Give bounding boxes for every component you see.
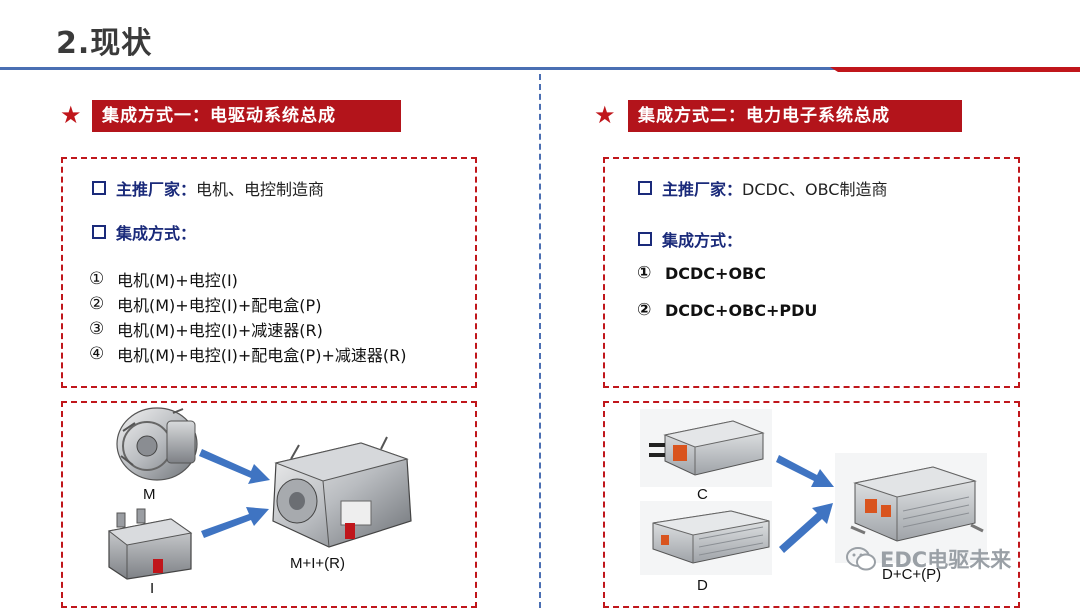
column-divider xyxy=(539,74,541,608)
checkbox-square-icon xyxy=(638,181,652,195)
option-number: ③ xyxy=(89,319,105,339)
right-diagram-box xyxy=(603,401,1020,608)
arrow-icon xyxy=(776,455,834,553)
left-section-heading: 集成方式一：电驱动系统总成 xyxy=(92,100,401,132)
arrow-icon xyxy=(199,449,270,538)
option-text: 电机(M)+电控(I)+减速器(R) xyxy=(117,321,323,340)
right-method-label: 集成方式： xyxy=(662,231,743,250)
left-method-label: 集成方式： xyxy=(116,224,197,243)
obc-label: D xyxy=(697,577,708,594)
option-text: DCDC+OBC+PDU xyxy=(665,300,818,320)
integrated-drive-image xyxy=(272,436,412,548)
checkbox-square-icon xyxy=(92,181,106,195)
option-number: ② xyxy=(89,294,105,314)
left-method-row: 集成方式： xyxy=(92,220,196,244)
left-vendors-value: 电机、电控制造商 xyxy=(196,180,325,199)
checkbox-square-icon xyxy=(92,225,106,239)
right-vendors-value: DCDC、OBC制造商 xyxy=(742,180,888,199)
left-vendors-label: 主推厂家： xyxy=(116,180,197,199)
left-diagram xyxy=(107,407,412,580)
integrated-drive-label: M+I+(R) xyxy=(290,555,346,572)
dcdc-image xyxy=(649,420,765,476)
left-option-2: ② 电机(M)+电控(I)+配电盒(P) xyxy=(89,292,321,316)
left-diagram-box xyxy=(61,401,477,608)
obc-image xyxy=(652,510,770,564)
option-number: ① xyxy=(637,263,652,283)
star-icon: ★ xyxy=(60,101,82,129)
right-diagram xyxy=(640,409,987,575)
inverter-label: I xyxy=(150,580,155,597)
right-vendors-label: 主推厂家： xyxy=(662,180,743,199)
header-rule-blue xyxy=(0,67,835,70)
inverter-image xyxy=(107,508,193,580)
header-rule-red xyxy=(830,67,1080,72)
wechat-icon xyxy=(846,546,876,576)
integrated-pe-label: D+C+(P) xyxy=(882,566,942,583)
right-option-2: ② DCDC+OBC+PDU xyxy=(637,300,817,320)
right-vendors-row: 主推厂家： DCDC、OBC制造商 xyxy=(638,176,887,200)
option-number: ① xyxy=(89,269,105,289)
option-text: 电机(M)+电控(I)+配电盒(P)+减速器(R) xyxy=(117,346,407,365)
option-text: 电机(M)+电控(I)+配电盒(P) xyxy=(117,296,322,315)
motor-label: M xyxy=(143,486,156,503)
left-vendors-row: 主推厂家： 电机、电控制造商 xyxy=(92,176,324,200)
right-section-heading: 集成方式二：电力电子系统总成 xyxy=(628,100,962,132)
left-option-1: ① 电机(M)+电控(I) xyxy=(89,267,238,291)
star-icon: ★ xyxy=(594,101,616,129)
left-option-4: ④ 电机(M)+电控(I)+配电盒(P)+减速器(R) xyxy=(89,342,406,366)
right-method-row: 集成方式： xyxy=(638,227,742,251)
watermark-text: EDC电驱未来 xyxy=(880,548,1012,572)
page-title: 2.现状 xyxy=(56,26,153,61)
left-option-3: ③ 电机(M)+电控(I)+减速器(R) xyxy=(89,317,323,341)
right-option-1: ① DCDC+OBC xyxy=(637,263,766,283)
option-text: DCDC+OBC xyxy=(665,263,766,283)
left-info-box xyxy=(61,157,477,388)
checkbox-square-icon xyxy=(638,232,652,246)
option-number: ② xyxy=(637,300,652,320)
option-number: ④ xyxy=(89,344,105,364)
integrated-pe-image xyxy=(850,466,984,542)
option-text: 电机(M)+电控(I) xyxy=(117,271,238,290)
right-info-box xyxy=(603,157,1020,388)
motor-image xyxy=(116,407,198,481)
dcdc-label: C xyxy=(697,486,708,503)
